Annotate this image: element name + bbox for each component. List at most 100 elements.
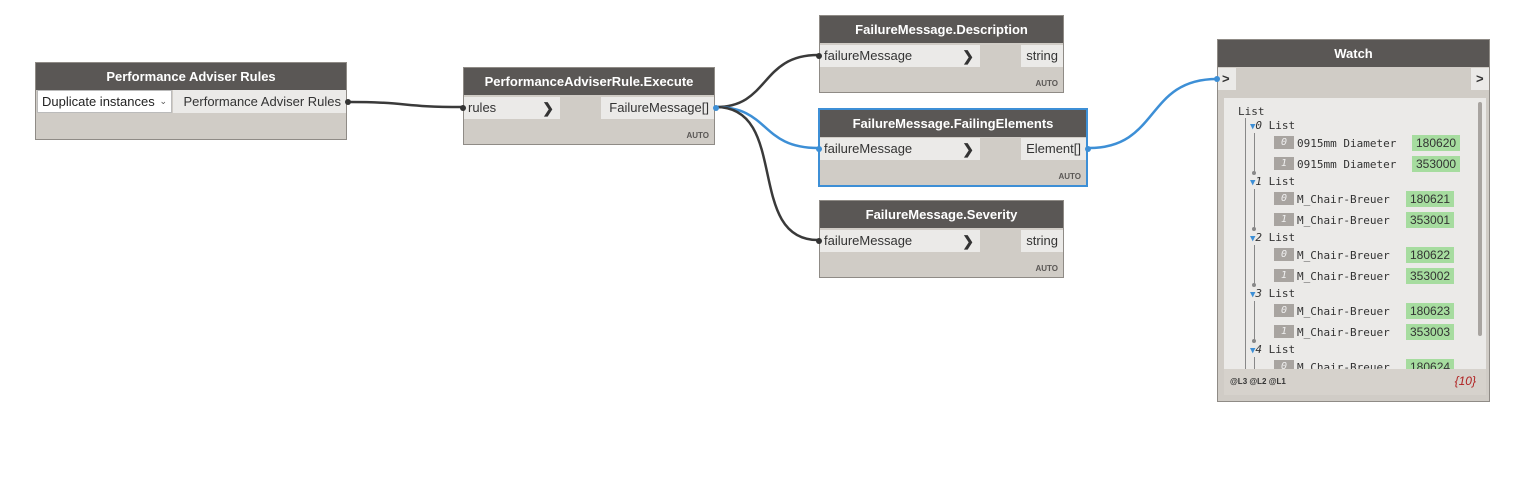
output-port-label: >: [1476, 71, 1484, 86]
output-port-string[interactable]: string: [1021, 230, 1063, 252]
tree-end-dot: [1252, 339, 1256, 343]
input-port-failure-message[interactable]: failureMessage ❯: [820, 45, 980, 67]
expand-triangle-icon[interactable]: ▼: [1250, 234, 1256, 244]
node-title[interactable]: Performance Adviser Rules: [36, 63, 346, 90]
tree-line: [1254, 245, 1255, 285]
item-name: M_Chair-Breuer: [1297, 270, 1390, 283]
item-value[interactable]: 353003: [1406, 324, 1455, 340]
item-index: 0: [1274, 136, 1294, 149]
list-group-header[interactable]: ▼2 List: [1250, 231, 1295, 244]
list-group-index: 0: [1255, 119, 1263, 132]
item-index: 1: [1274, 269, 1294, 282]
wire-execute-to-severity[interactable]: [715, 105, 819, 242]
item-name: M_Chair-Breuer: [1297, 193, 1390, 206]
item-value[interactable]: 180621: [1406, 191, 1455, 207]
dropdown-value: Duplicate instances: [42, 94, 155, 109]
input-port-rules[interactable]: rules ❯: [464, 97, 560, 119]
input-port-failure-message[interactable]: failureMessage ❯: [820, 138, 980, 160]
item-value[interactable]: 180620: [1412, 135, 1461, 151]
list-group-header[interactable]: ▼0 List: [1250, 119, 1295, 132]
tree-line: [1254, 357, 1255, 369]
chevron-right-icon: ❯: [962, 48, 974, 64]
input-port-label: failureMessage: [824, 233, 913, 248]
item-value[interactable]: 180622: [1406, 247, 1455, 263]
watch-footer: @L3 @L2 @L1 {10}: [1224, 369, 1486, 395]
node-title[interactable]: Watch: [1218, 40, 1489, 67]
node-title[interactable]: FailureMessage.Severity: [820, 201, 1063, 228]
vertical-scrollbar[interactable]: [1478, 102, 1482, 336]
output-port-rules[interactable]: Performance Adviser Rules: [173, 90, 346, 113]
wire-rules-to-execute[interactable]: [348, 100, 463, 109]
input-port-label: failureMessage: [824, 48, 913, 63]
list-group-index: 4: [1255, 343, 1263, 356]
item-index: 1: [1274, 157, 1294, 170]
input-port-dot[interactable]: [816, 53, 822, 59]
item-name: M_Chair-Breuer: [1297, 326, 1390, 339]
lacing-label[interactable]: AUTO: [1035, 264, 1058, 273]
node-failure-message-failing-elements[interactable]: FailureMessage.FailingElements failureMe…: [816, 108, 1091, 187]
node-performance-adviser-rules[interactable]: Performance Adviser Rules Duplicate inst…: [35, 62, 351, 140]
node-title[interactable]: FailureMessage.Description: [820, 16, 1063, 43]
item-value[interactable]: 353001: [1406, 212, 1455, 228]
chevron-down-icon: ⌄: [159, 96, 167, 106]
node-failure-message-severity[interactable]: FailureMessage.Severity failureMessage ❯…: [816, 200, 1064, 278]
node-performance-adviser-rule-execute[interactable]: PerformanceAdviserRule.Execute rules ❯ F…: [460, 67, 719, 145]
watch-input-port[interactable]: >: [1218, 68, 1236, 90]
output-port-dot[interactable]: [1085, 146, 1091, 152]
item-value[interactable]: 180624: [1406, 359, 1455, 369]
tree-line: [1245, 118, 1246, 369]
output-port-label: Performance Adviser Rules: [183, 94, 341, 109]
output-port-label: Element[]: [1026, 141, 1081, 156]
item-index: 0: [1274, 304, 1294, 317]
node-title[interactable]: PerformanceAdviserRule.Execute: [464, 68, 714, 95]
wire-execute-to-failing[interactable]: [715, 105, 819, 150]
input-port-dot[interactable]: [1214, 76, 1220, 82]
node-failure-message-description[interactable]: FailureMessage.Description failureMessag…: [816, 15, 1064, 93]
list-group-index: 3: [1255, 287, 1263, 300]
expand-triangle-icon[interactable]: ▼: [1250, 290, 1256, 300]
list-group-index: 2: [1255, 231, 1263, 244]
list-group-label: List: [1268, 287, 1296, 300]
item-name: M_Chair-Breuer: [1297, 361, 1390, 369]
list-group-label: List: [1268, 343, 1296, 356]
output-port-label: FailureMessage[]: [609, 100, 709, 115]
item-value[interactable]: 353000: [1412, 156, 1461, 172]
node-title[interactable]: FailureMessage.FailingElements: [820, 110, 1086, 137]
list-group-header[interactable]: ▼3 List: [1250, 287, 1295, 300]
output-port-string[interactable]: string: [1021, 45, 1063, 67]
list-group-index: 1: [1255, 175, 1263, 188]
output-port-failure-messages[interactable]: FailureMessage[]: [601, 97, 714, 119]
input-port-failure-message[interactable]: failureMessage ❯: [820, 230, 980, 252]
expand-triangle-icon[interactable]: ▼: [1250, 122, 1256, 132]
chevron-right-icon: ❯: [542, 100, 554, 116]
wire-execute-to-description[interactable]: [715, 53, 819, 109]
tree-line: [1254, 189, 1255, 229]
expand-triangle-icon[interactable]: ▼: [1250, 178, 1256, 188]
lacing-label[interactable]: AUTO: [1035, 79, 1058, 88]
item-value[interactable]: 353002: [1406, 268, 1455, 284]
item-name: 0915mm Diameter: [1297, 137, 1397, 150]
wire-failing-to-watch[interactable]: [1088, 77, 1218, 150]
input-port-dot[interactable]: [816, 146, 822, 152]
input-port-dot[interactable]: [816, 238, 822, 244]
lacing-label[interactable]: AUTO: [686, 131, 709, 140]
list-levels[interactable]: @L3 @L2 @L1: [1230, 377, 1286, 386]
list-group-label: List: [1268, 175, 1296, 188]
output-port-elements[interactable]: Element[]: [1021, 138, 1086, 160]
rule-dropdown[interactable]: Duplicate instances ⌄: [37, 90, 172, 113]
input-port-dot[interactable]: [460, 105, 466, 111]
item-index: 1: [1274, 325, 1294, 338]
output-port-dot[interactable]: [345, 99, 351, 105]
item-value[interactable]: 180623: [1406, 303, 1455, 319]
input-port-label: >: [1222, 71, 1230, 86]
item-count: {10}: [1454, 374, 1476, 388]
lacing-label[interactable]: AUTO: [1058, 172, 1081, 181]
list-group-header[interactable]: ▼4 List: [1250, 343, 1295, 356]
list-group-header[interactable]: ▼1 List: [1250, 175, 1295, 188]
expand-triangle-icon[interactable]: ▼: [1250, 346, 1256, 356]
item-name: M_Chair-Breuer: [1297, 214, 1390, 227]
watch-output-port[interactable]: >: [1471, 68, 1489, 90]
output-port-dot[interactable]: [713, 105, 719, 111]
